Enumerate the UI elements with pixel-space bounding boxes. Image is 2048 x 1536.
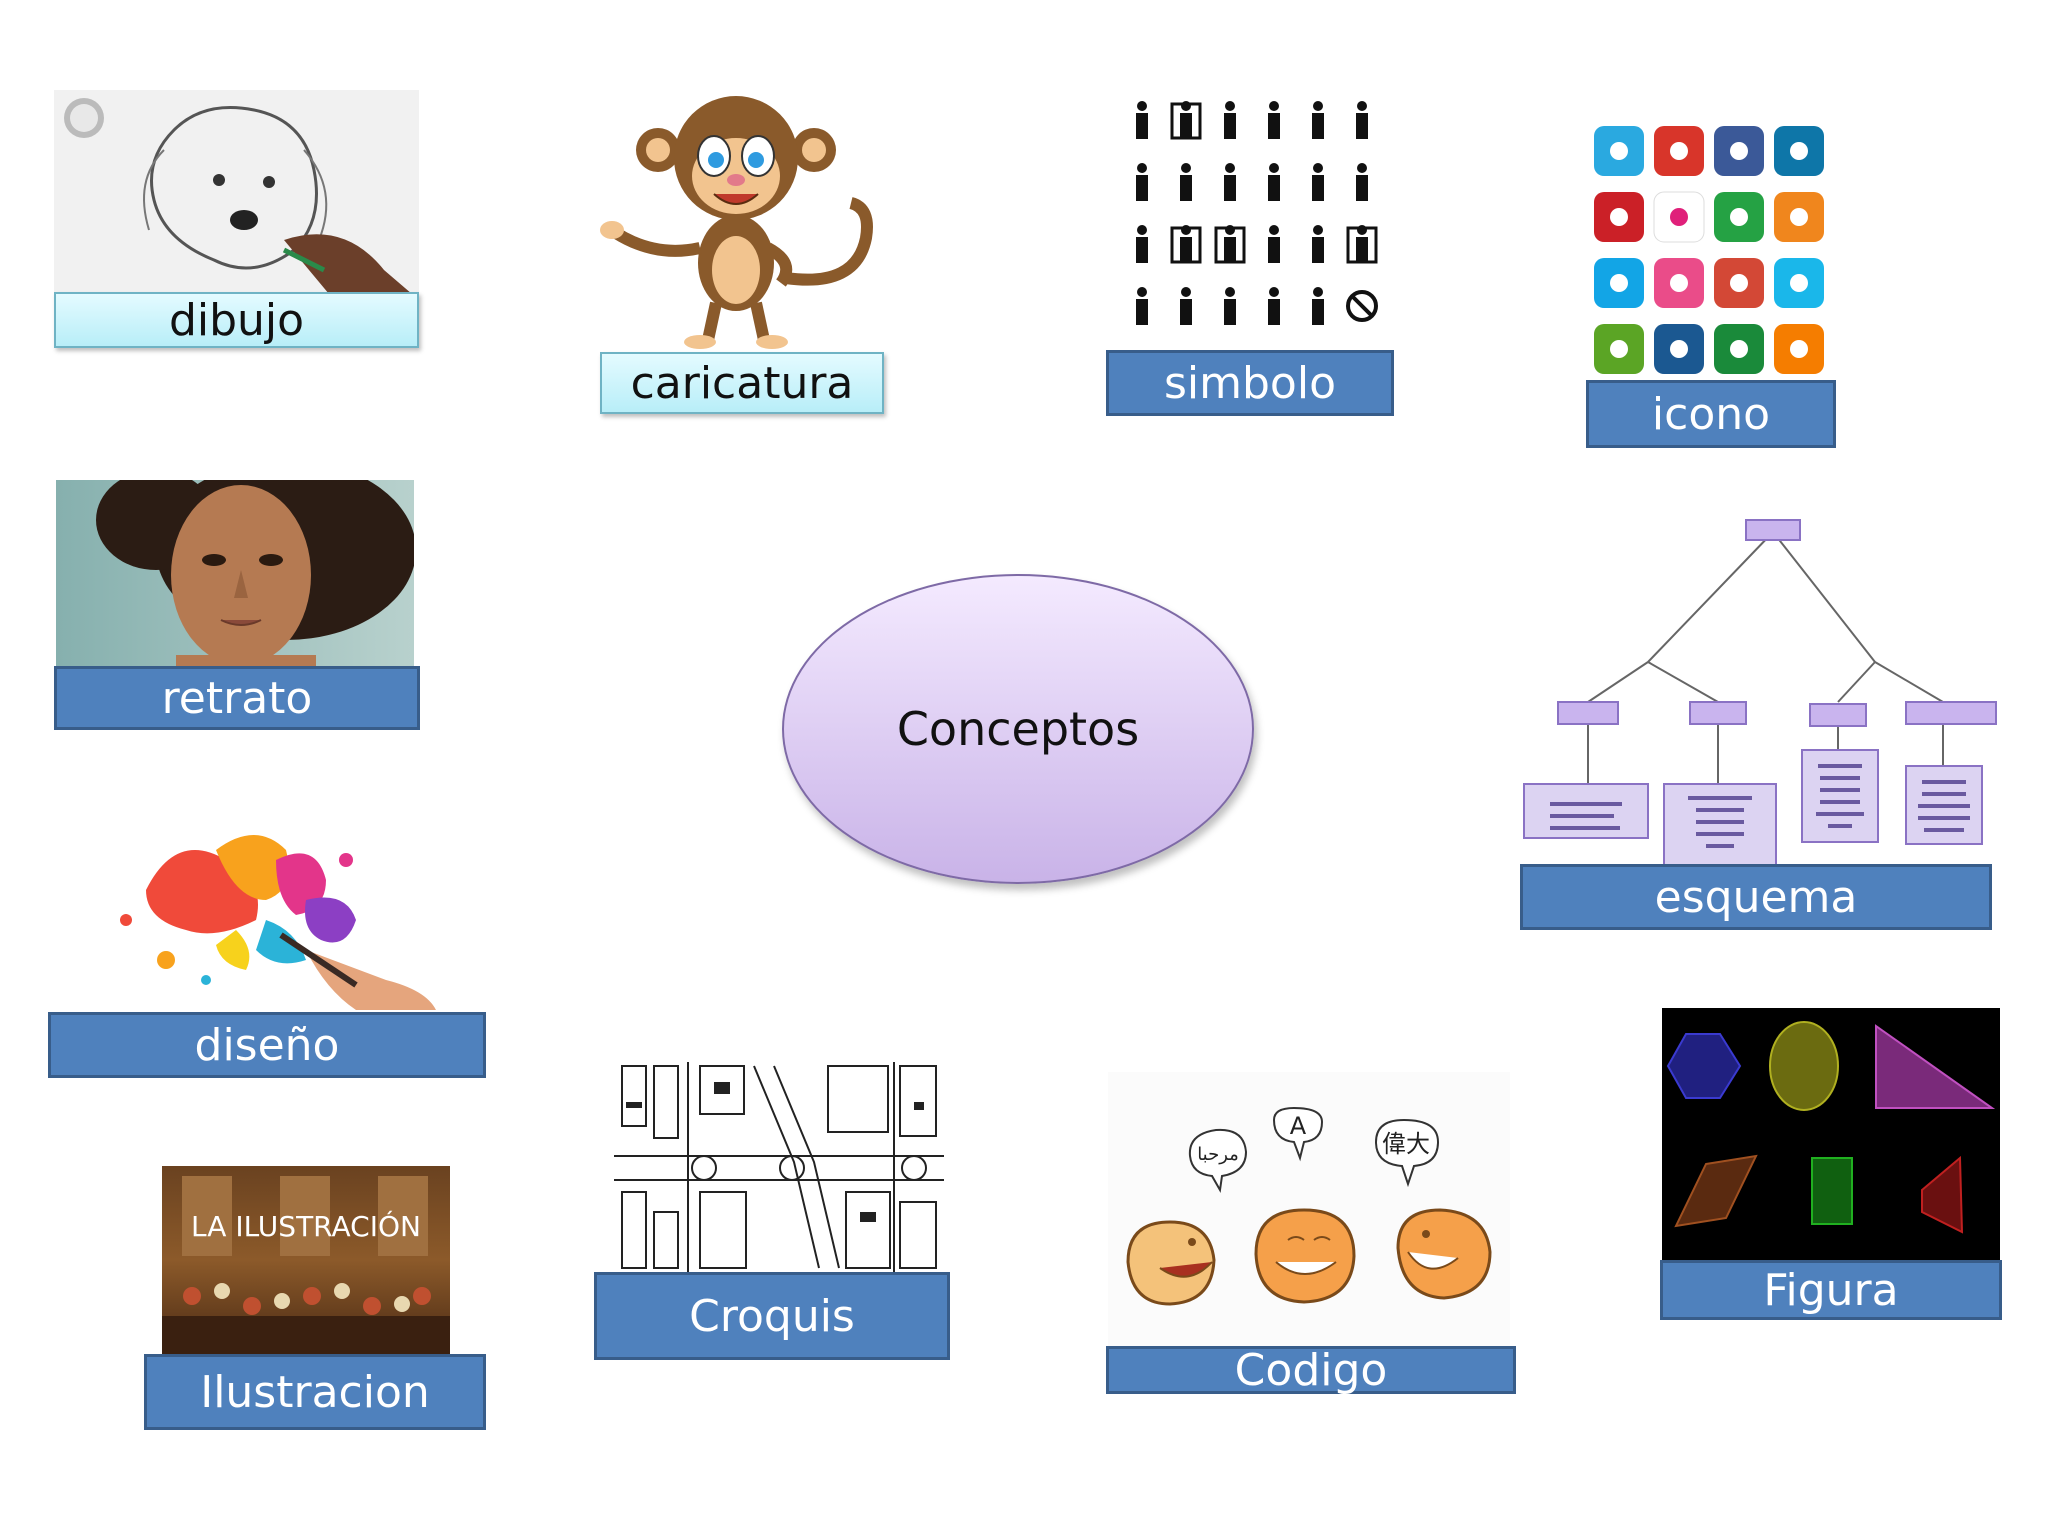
icono-image: [1590, 118, 1836, 382]
pictogram-icon: [1312, 163, 1324, 201]
pictogram-icon: [1224, 287, 1236, 325]
ilustracion-caption: LA ILUSTRACIÓN: [191, 1209, 421, 1243]
center-concept-ellipse: Conceptos: [782, 574, 1254, 884]
pictogram-icon: [1170, 101, 1202, 140]
pictogram-icon: [1170, 225, 1202, 264]
pictogram-icon: [1356, 163, 1368, 201]
icono-label: icono: [1586, 380, 1836, 448]
croquis-image: [614, 1062, 944, 1274]
codigo-label: Codigo: [1106, 1345, 1516, 1396]
pictogram-icon: [1136, 101, 1148, 139]
share-glyph: [1730, 208, 1748, 226]
digg-glyph: [1670, 340, 1688, 358]
esquema-label: esquema: [1520, 864, 1992, 930]
caricatura-label: caricatura: [600, 352, 884, 414]
simbolo-label: simbolo: [1106, 350, 1394, 416]
diseno-label: diseño: [48, 1012, 486, 1078]
pictogram-icon: [1224, 163, 1236, 201]
pictogram-icon: [1180, 163, 1192, 201]
pictogram-icon: [1224, 101, 1236, 139]
pictogram-icon: [1312, 101, 1324, 139]
pinterest-glyph: [1610, 208, 1628, 226]
figura-label: Figura: [1660, 1260, 2002, 1320]
youtube-glyph: [1670, 142, 1688, 160]
bubble-chinese: 偉大: [1382, 1130, 1430, 1158]
pictogram-icon: [1268, 287, 1280, 325]
dribbble-glyph: [1670, 274, 1688, 292]
pictogram-icon: [1214, 225, 1246, 264]
ilustracion-image: LA ILUSTRACIÓN: [162, 1166, 450, 1354]
caricatura-image: [596, 88, 886, 354]
figura-image: [1662, 1008, 2000, 1264]
croquis-label: Croquis: [594, 1272, 950, 1360]
pictogram-icon: [1312, 287, 1324, 325]
pictogram-icon: [1312, 225, 1324, 263]
ilustracion-label: Ilustracion: [144, 1354, 486, 1430]
skype-glyph: [1610, 274, 1628, 292]
drive-glyph: [1730, 340, 1748, 358]
center-concept-label: Conceptos: [896, 702, 1140, 756]
googleplus-glyph: [1730, 274, 1748, 292]
pictogram-icon: [1136, 163, 1148, 201]
pictogram-icon: [1346, 225, 1378, 264]
blogger-glyph: [1790, 340, 1808, 358]
retrato-label: retrato: [54, 666, 420, 730]
bubble-latin: A: [1290, 1112, 1307, 1140]
pictogram-icon: [1136, 225, 1148, 263]
dibujo-label: dibujo: [54, 292, 419, 348]
simbolo-image: [1116, 88, 1388, 350]
pictogram-icon: [1268, 225, 1280, 263]
diseno-image: [106, 820, 436, 1010]
facebook-glyph: [1730, 142, 1748, 160]
pictogram-icon: [1180, 287, 1192, 325]
bubble-arabic: مرحبا: [1197, 1144, 1239, 1165]
esquema-image: [1520, 512, 2000, 868]
linkedin-glyph: [1790, 142, 1808, 160]
retrato-image: [56, 480, 414, 670]
twitter-glyph: [1610, 142, 1628, 160]
pictogram-icon: [1268, 101, 1280, 139]
pictogram-icon: [1136, 287, 1148, 325]
pictogram-icon: [1346, 290, 1378, 322]
vimeo-glyph: [1790, 274, 1808, 292]
dibujo-image: [54, 90, 419, 300]
pictogram-icon: [1268, 163, 1280, 201]
evernote-glyph: [1610, 340, 1628, 358]
codigo-image: مرحبا A 偉大: [1108, 1072, 1510, 1346]
flickr-glyph: [1670, 208, 1688, 226]
rss-glyph: [1790, 208, 1808, 226]
pictogram-icon: [1356, 101, 1368, 139]
